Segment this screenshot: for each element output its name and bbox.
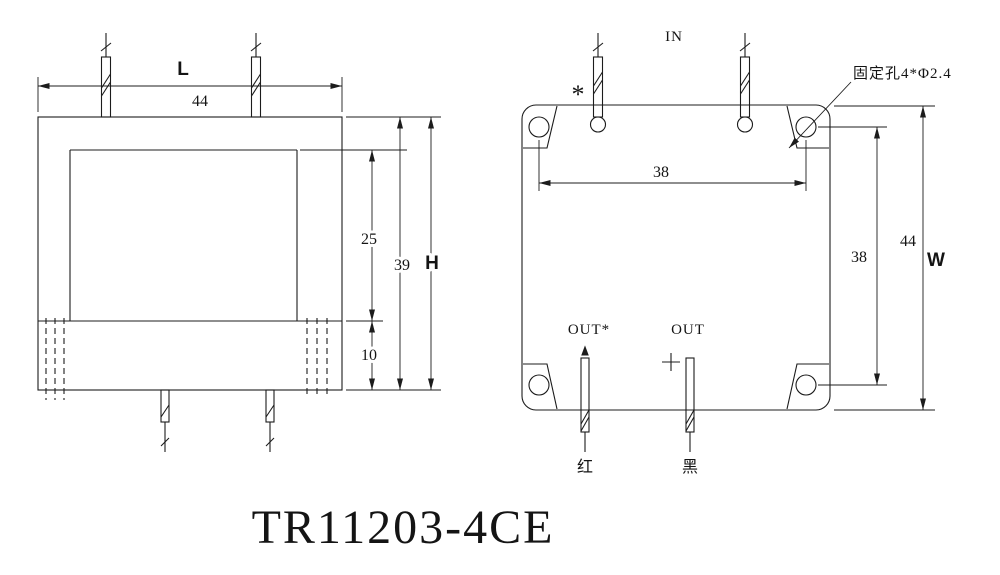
dim-hole-spacing-v: 38	[851, 249, 867, 266]
black-lead-label: 黑	[682, 459, 698, 476]
out-star-pin-marker	[581, 345, 589, 356]
top-view-dimensions: 38 38 44 W	[538, 81, 945, 411]
dim-height-letter: H	[425, 253, 439, 274]
dim-hole-spacing-h: 38	[653, 164, 669, 181]
top-view-corner-tabs	[523, 105, 829, 410]
red-lead-label: 红	[577, 458, 593, 476]
top-body-rect	[521, 104, 831, 411]
dim-width-value: 44	[192, 93, 208, 110]
top-view-labels: IN * 固定孔4*Φ2.4 OUT* OUT 红 黑	[568, 29, 952, 476]
dim-body-height: 44	[900, 233, 916, 250]
front-bottom-pin-right	[265, 389, 275, 452]
polarity-star: *	[572, 80, 585, 109]
front-top-pin-left	[100, 33, 112, 118]
in-label: IN	[665, 29, 683, 45]
dim-width-letter: L	[177, 59, 189, 80]
fixing-hole-leader	[788, 81, 852, 149]
front-bottom-pin-left	[160, 389, 170, 452]
out-star-label: OUT*	[568, 322, 610, 338]
mounting-hole-bottom-left	[528, 374, 550, 396]
mounting-hole-top-left	[528, 116, 550, 138]
front-view-hidden-lines	[45, 318, 328, 400]
fixing-hole-note: 固定孔4*Φ2.4	[853, 65, 952, 82]
top-view: 38 38 44 W IN * 固定孔4*Φ2.4 OUT* OUT 红 黑	[521, 29, 952, 476]
mounting-hole-top-right	[795, 116, 817, 138]
dim-width-letter-w: W	[927, 250, 945, 271]
dim-upper-height: 25	[361, 231, 377, 248]
top-view-in-pin-left	[589, 33, 607, 133]
front-top-pin-right	[250, 33, 262, 118]
out-label: OUT	[671, 322, 705, 338]
front-body-rect	[37, 116, 343, 391]
drawing-title: TR11203-4CE	[252, 501, 555, 554]
top-view-out-pin-left	[580, 345, 590, 452]
mounting-holes	[528, 116, 817, 396]
front-view-body-outline	[37, 116, 343, 391]
dim-lower-height: 10	[361, 347, 377, 364]
top-view-in-pin-right	[736, 33, 754, 133]
mounting-hole-bottom-right	[795, 374, 817, 396]
front-view-dimensions: L 44 25 10 39 H	[37, 59, 442, 391]
top-view-out-pin-right	[662, 353, 695, 452]
front-view: L 44 25 10 39 H	[37, 33, 442, 452]
dim-total-height: 39	[394, 257, 410, 274]
